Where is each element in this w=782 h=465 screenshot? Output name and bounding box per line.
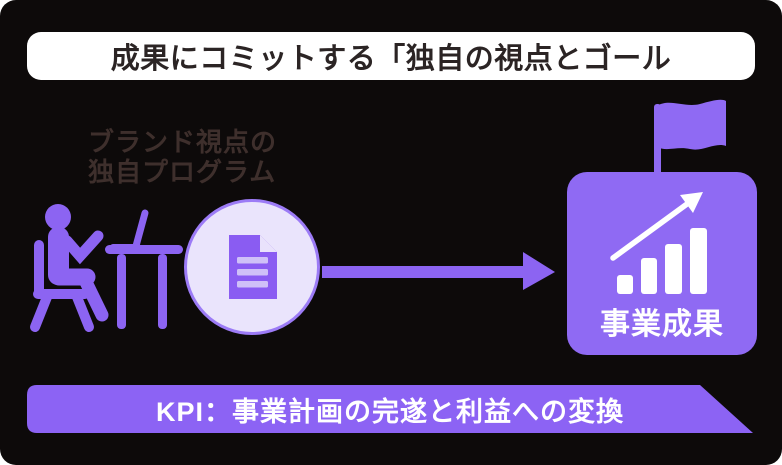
program-label-line2: 独自プログラム [88,157,277,187]
kpi-text: KPI：事業計画の完遂と利益への変換 [155,396,624,427]
person-at-desk-icon [30,204,183,332]
bar-chart-growth-icon [610,192,707,294]
document-icon [229,235,277,299]
header-title: 成果にコミットする「独自の視点とゴール [110,43,672,75]
document-circle-badge [184,199,320,335]
result-box-label: 事業成果 [600,308,724,341]
trend-up-arrow-icon [610,192,703,261]
program-label-line1: ブランド視点の [88,127,278,157]
right-arrow-icon [322,252,555,290]
business-result-box: 事業成果 [567,172,757,355]
header-banner: 成果にコミットする「独自の視点とゴール [27,32,755,80]
program-label: ブランド視点の 独自プログラム [88,127,277,187]
kpi-banner: KPI：事業計画の完遂と利益への変換 [27,385,753,433]
kpi-banner-shape [27,385,753,433]
flag-icon [654,99,726,176]
